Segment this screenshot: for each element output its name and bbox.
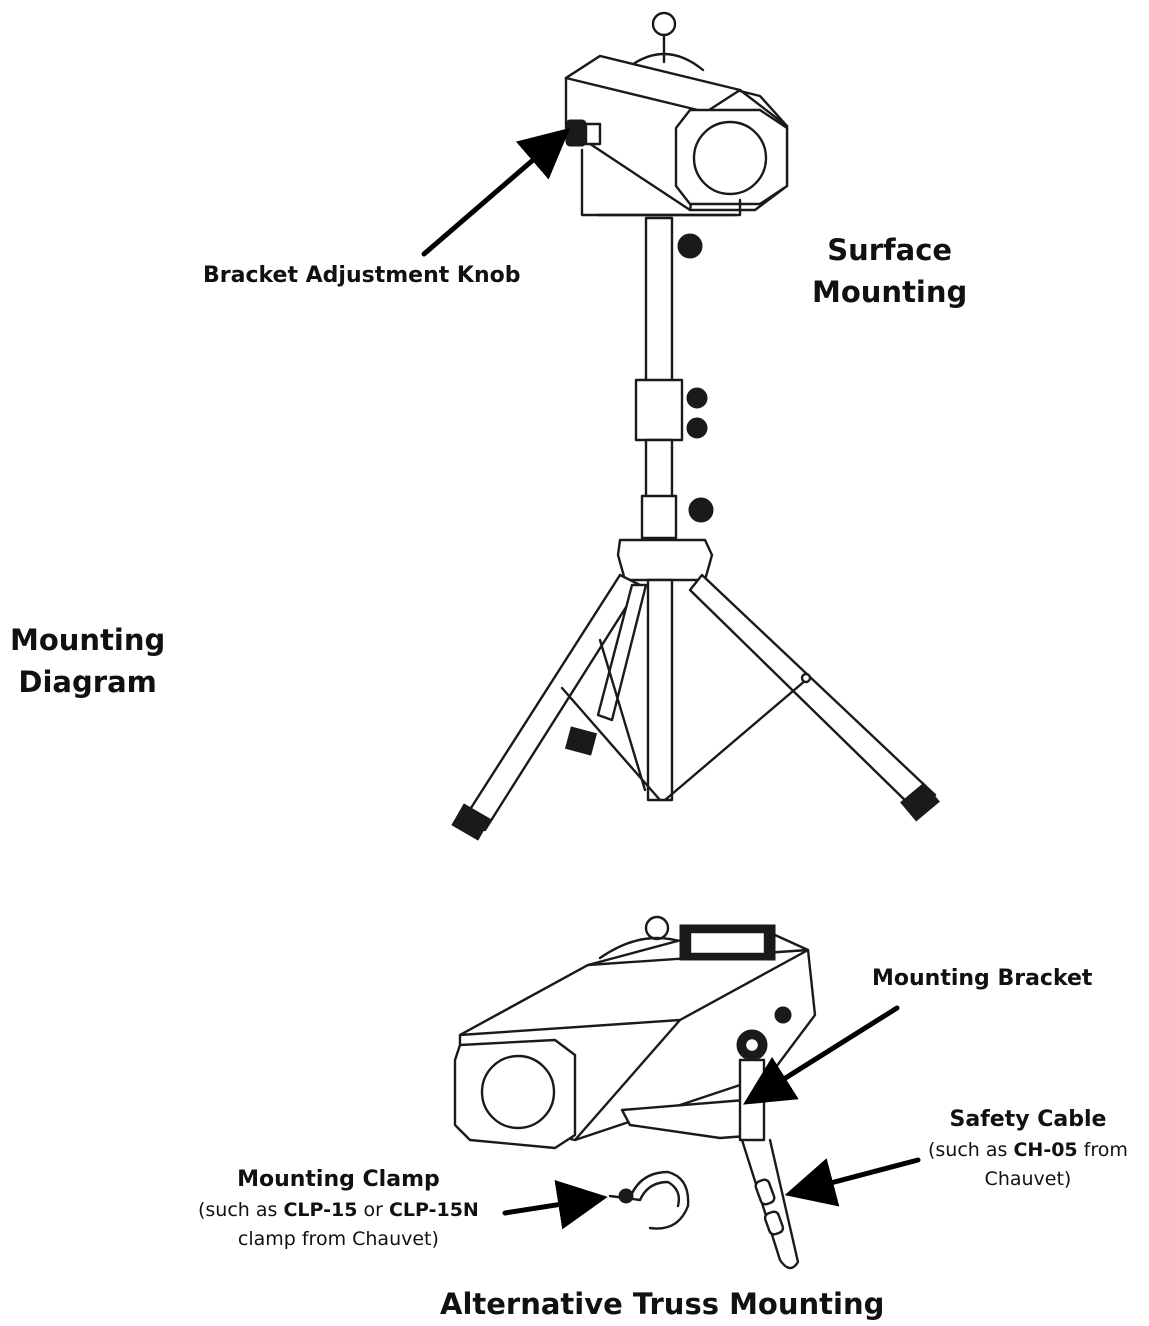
- alternative-truss-mounting-title: Alternative Truss Mounting: [440, 1287, 885, 1321]
- mounting-bracket-label: Mounting Bracket: [872, 966, 1093, 991]
- surface-title-line2: Mounting: [812, 275, 968, 310]
- top-fixture: [451, 11, 940, 841]
- mounting-clamp-label: Mounting Clamp (such as CLP-15 or CLP-15…: [198, 1163, 479, 1253]
- bottom-fixture: [453, 915, 817, 1270]
- safety-cable-model: CH-05: [1013, 1139, 1078, 1161]
- arrow-safety-cable: [784, 1157, 921, 1207]
- clamp-model-1: CLP-15: [283, 1199, 358, 1221]
- surface-title-line1: Surface: [827, 233, 953, 267]
- diagram-title-line2: Diagram: [18, 665, 157, 700]
- surface-mounting-title: Surface Mounting: [812, 229, 967, 313]
- arrow-mounting-bracket: [743, 1005, 900, 1105]
- clamp-model-2: CLP-15N: [388, 1199, 479, 1221]
- arrow-bracket-knob: [421, 127, 571, 257]
- arrow-mounting-clamp: [502, 1179, 608, 1230]
- safety-cable-title: Safety Cable: [949, 1107, 1107, 1132]
- diagram-title-line1: Mounting: [10, 623, 166, 657]
- mounting-clamp-line3: clamp from Chauvet): [237, 1227, 439, 1250]
- mounting-clamp-line2: (such as CLP-15 or CLP-15N: [198, 1199, 479, 1221]
- safety-cable-line2: (such as CH-05 from: [928, 1139, 1128, 1161]
- safety-cable-line3: Chauvet): [984, 1167, 1072, 1190]
- safety-cable-label: Safety Cable (such as CH-05 from Chauvet…: [928, 1103, 1128, 1193]
- bracket-adjustment-knob-label: Bracket Adjustment Knob: [203, 263, 521, 288]
- mounting-diagram-title: Mounting Diagram: [10, 619, 165, 703]
- mounting-clamp-title: Mounting Clamp: [237, 1167, 440, 1192]
